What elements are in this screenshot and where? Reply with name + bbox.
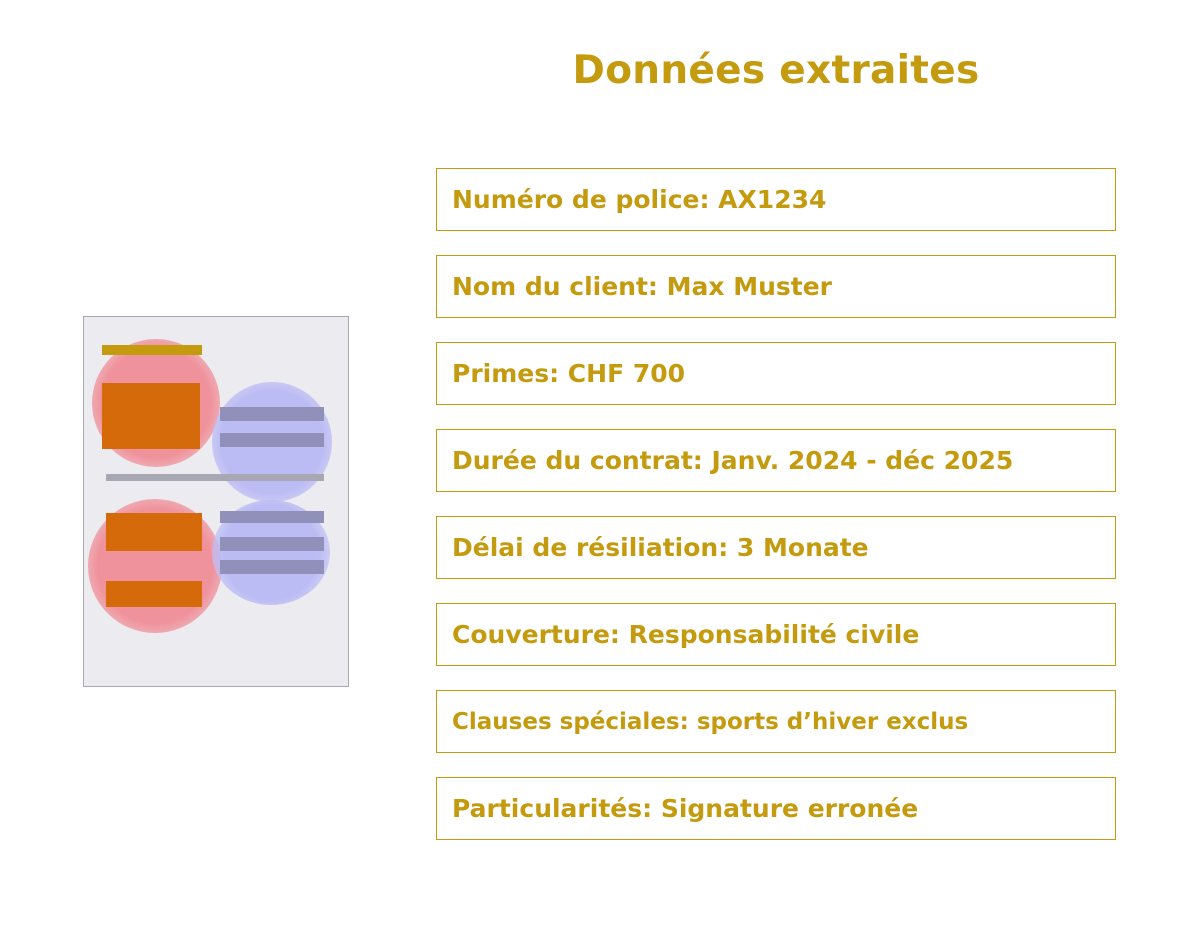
field-special-clauses: Clauses spéciales: sports d’hiver exclus [436, 690, 1116, 753]
document-block-bottom [106, 581, 202, 607]
document-text-line [220, 407, 324, 421]
field-notice-period: Délai de résiliation: 3 Monate [436, 516, 1116, 579]
document-text-line [220, 511, 324, 523]
document-block-top [102, 383, 200, 449]
field-particularities: Particularités: Signature erronée [436, 777, 1116, 840]
document-block-middle [106, 513, 202, 551]
document-divider [106, 474, 324, 481]
document-text-line [220, 537, 324, 551]
field-policy-number: Numéro de police: AX1234 [436, 168, 1116, 231]
field-coverage: Couverture: Responsabilité civile [436, 603, 1116, 666]
field-contract-duration: Durée du contrat: Janv. 2024 - déc 2025 [436, 429, 1116, 492]
document-text-line [220, 433, 324, 447]
field-client-name: Nom du client: Max Muster [436, 255, 1116, 318]
extracted-fields-list: Numéro de police: AX1234 Nom du client: … [436, 168, 1116, 864]
document-text-line [220, 560, 324, 574]
document-title-bar [102, 345, 202, 355]
scanned-document-icon [83, 316, 349, 687]
page-title: Données extraites [572, 48, 980, 93]
field-premium: Primes: CHF 700 [436, 342, 1116, 405]
